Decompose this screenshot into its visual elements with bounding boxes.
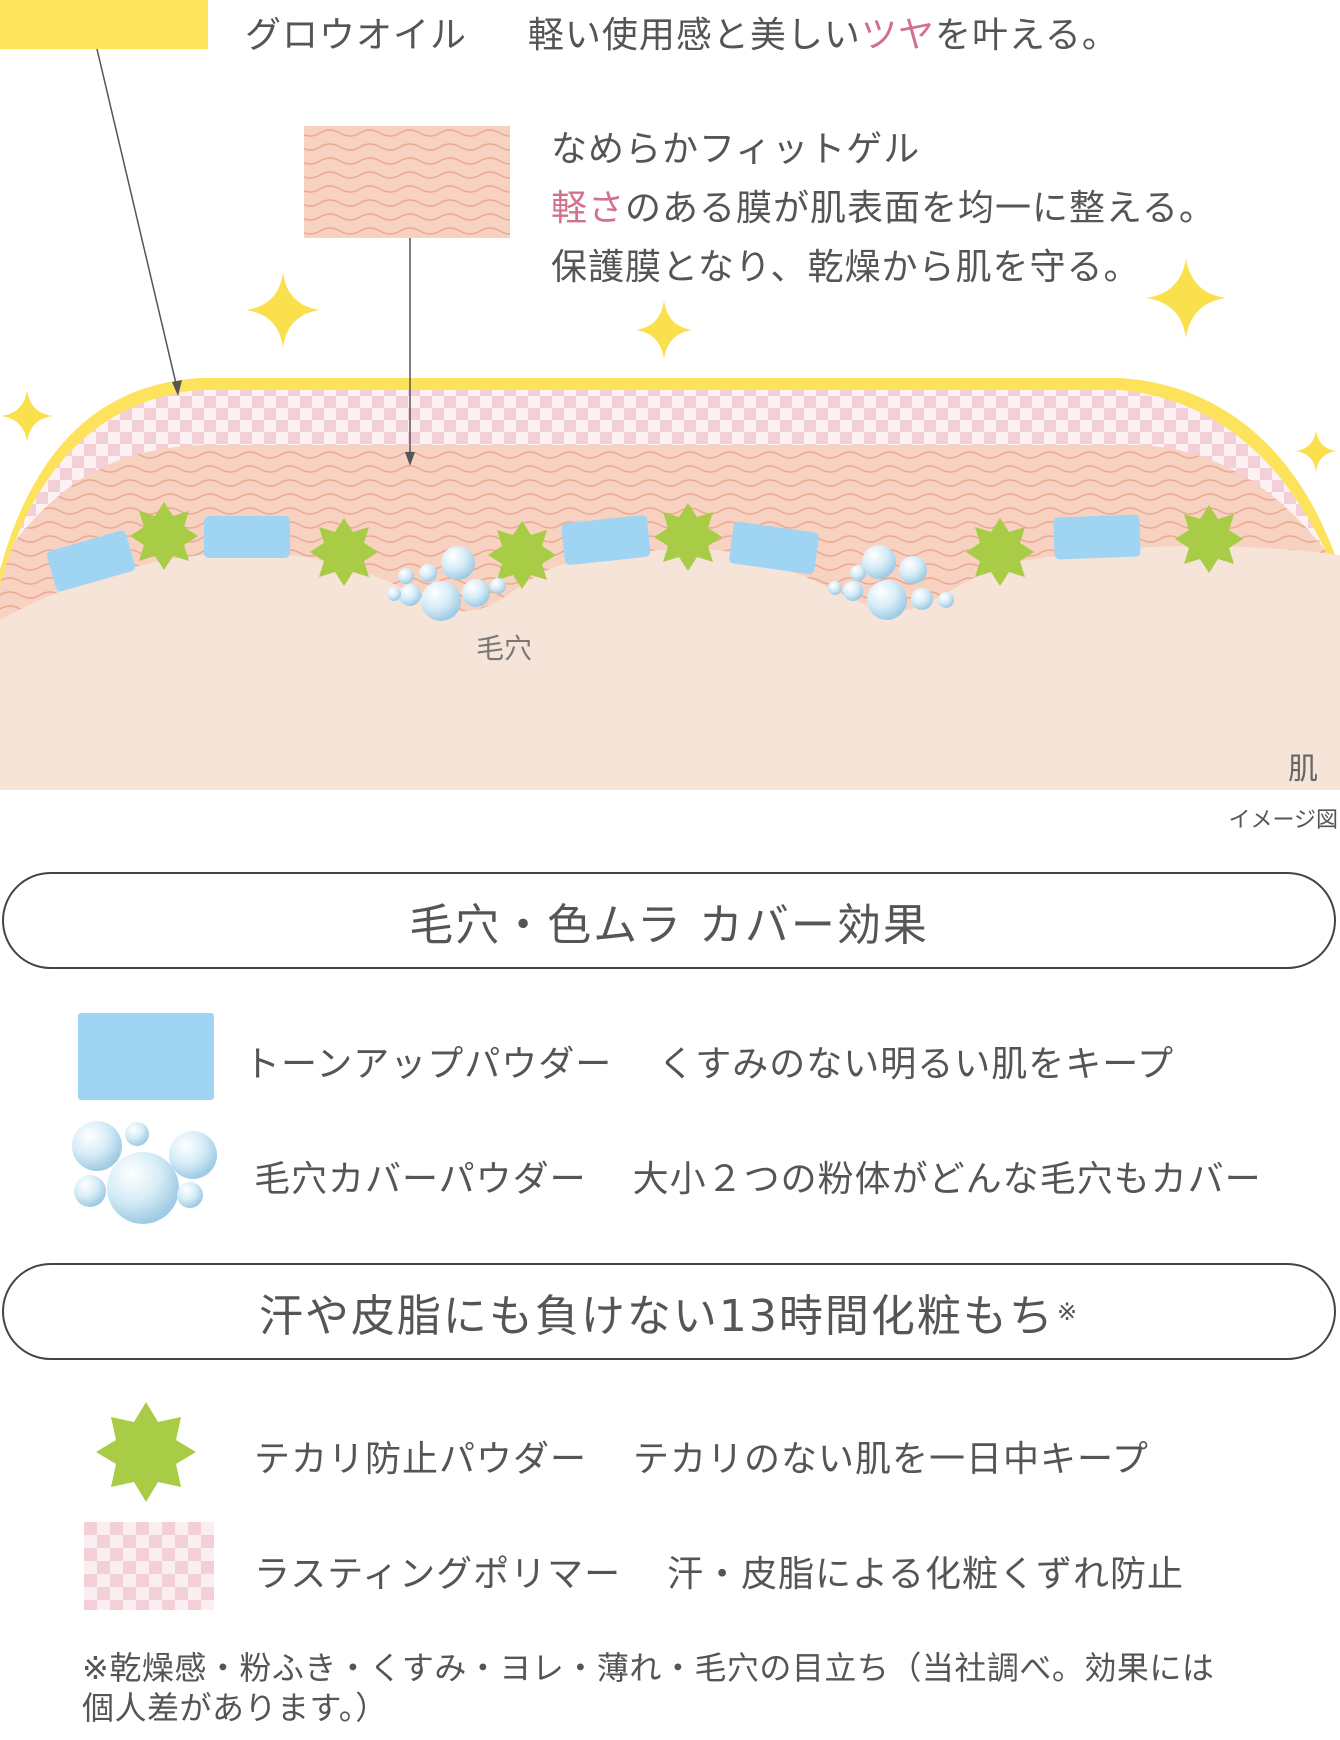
lasting-polymer-name: ラスティングポリマー — [254, 1554, 622, 1595]
anti-shine-desc: テカリのない肌を一日中キープ — [633, 1439, 1149, 1480]
blue-rect-icon — [78, 1013, 214, 1100]
fit-gel-line2: 保護膜となり、乾燥から肌を守る。 — [551, 247, 1141, 288]
anti-shine-name: テカリ防止パウダー — [254, 1439, 588, 1480]
glow-oil-swatch — [0, 0, 208, 49]
section2-title-mark: ※ — [1056, 1297, 1080, 1326]
pore-label: 毛穴 — [476, 632, 533, 665]
tone-up-powders — [46, 514, 1141, 592]
footnote-line1: ※乾燥感・粉ふき・くすみ・ヨレ・薄れ・毛穴の目立ち（当社調べ。効果には — [82, 1649, 1215, 1687]
pore-cover-name: 毛穴カバーパウダー — [254, 1159, 587, 1200]
tone-up-name: トーンアップパウダー — [244, 1044, 613, 1085]
glow-oil-desc: 軽い使用感と美しい — [527, 15, 861, 56]
tone-up-desc: くすみのない明るい肌をキープ — [658, 1044, 1175, 1085]
skin-layer — [0, 545, 1340, 790]
anti-shine-powders — [130, 502, 1243, 589]
fit-gel-name: なめらかフィットゲル — [551, 129, 921, 170]
green-star-icon — [96, 1402, 196, 1502]
pointer-lines — [96, 48, 415, 466]
fit-gel-line1: 軽さのある膜が肌表面を均一に整える。 — [551, 179, 1216, 231]
bubble-cluster-icon — [72, 1121, 217, 1224]
anti-shine-row: テカリ防止パウダー テカリのない肌を一日中キープ — [254, 1430, 1149, 1482]
tone-up-row: トーンアップパウダー くすみのない明るい肌をキープ — [244, 1035, 1174, 1087]
skin-label: 肌 — [1288, 752, 1318, 787]
footnote-line2: 個人差があります。） — [82, 1689, 388, 1727]
skin-layer-diagram — [0, 0, 1340, 790]
sparkles — [1, 258, 1336, 472]
fit-gel-swatch — [304, 126, 510, 238]
fit-gel-line1-rest: のある膜が肌表面を均一に整える。 — [625, 188, 1216, 229]
checker-icon — [84, 1522, 214, 1610]
pore-cover-bubbles-right — [828, 545, 954, 620]
glow-oil-highlight: ツヤ — [860, 15, 935, 56]
section2-title: 汗や皮脂にも負けない13時間化粧もち※ — [2, 1263, 1336, 1360]
image-caption: イメージ図 — [1228, 808, 1338, 833]
glow-oil-name: グロウオイル — [245, 15, 468, 56]
footnote: ※乾燥感・粉ふき・くすみ・ヨレ・薄れ・毛穴の目立ち（当社調べ。効果には 個人差が… — [82, 1648, 1332, 1728]
lasting-polymer-desc: 汗・皮脂による化粧くずれ防止 — [667, 1554, 1185, 1595]
pore-cover-row: 毛穴カバーパウダー 大小２つの粉体がどんな毛穴もカバー — [254, 1150, 1262, 1202]
lasting-polymer-row: ラスティングポリマー 汗・皮脂による化粧くずれ防止 — [254, 1545, 1184, 1597]
pore-cover-bubbles-left — [387, 546, 506, 621]
glow-oil-label: グロウオイル 軽い使用感と美しいツヤを叶える。 — [245, 6, 1119, 58]
pore-cover-desc: 大小２つの粉体がどんな毛穴もカバー — [632, 1159, 1262, 1200]
section1-title: 毛穴・色ムラ カバー効果 — [2, 872, 1336, 969]
section2-title-text: 汗や皮脂にも負けない13時間化粧もち — [258, 1290, 1055, 1342]
fit-gel-highlight: 軽さ — [551, 188, 626, 229]
glow-oil-desc-suffix: を叶える。 — [934, 15, 1119, 56]
